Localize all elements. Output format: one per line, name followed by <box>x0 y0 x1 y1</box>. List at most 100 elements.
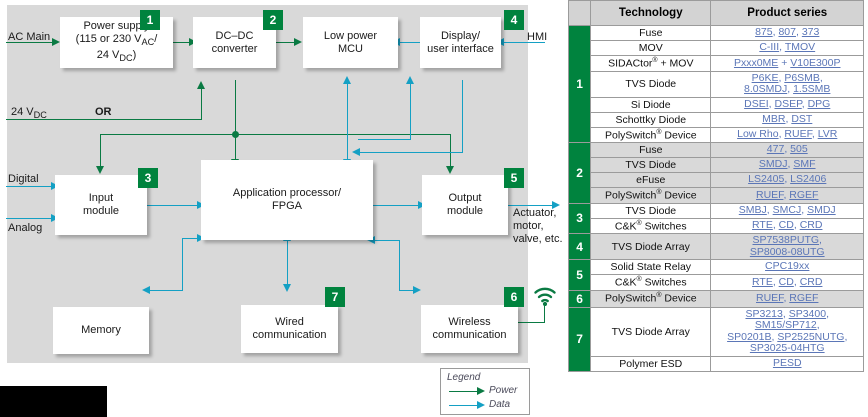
wire-input-appproc <box>147 205 201 206</box>
cell-product-series[interactable]: SMBJ, SMCJ, SMDJ <box>710 202 864 219</box>
wire-memory-riser <box>182 238 183 291</box>
wire-wireless-riser <box>399 240 400 290</box>
arrow-output-actuator <box>552 201 560 209</box>
arrow-bus-input <box>96 166 104 174</box>
cell-product-series[interactable]: DSEI, DSEP, DPG <box>710 96 864 113</box>
cell-product-series[interactable]: 875, 807, 373 <box>710 25 864 41</box>
cell-product-series[interactable]: P6KE, P6SMB,8.0SMDJ, 1.5SMB <box>710 70 864 98</box>
arrow-appproc-mcu <box>343 76 351 84</box>
block-memory[interactable]: Memory <box>53 307 149 354</box>
legend-power-arrow <box>477 387 485 395</box>
wire-display-mcu <box>398 42 420 43</box>
cell-product-series[interactable]: Low Rho, RUEF, LVR <box>710 126 864 143</box>
block-display-user-interface[interactable]: Display/user interface <box>420 17 501 68</box>
wire-wireless-antenna <box>508 322 545 323</box>
header-technology: Technology <box>590 0 712 26</box>
cell-technology: Solid State Relay <box>590 259 712 275</box>
legend-data-line <box>449 405 479 406</box>
wire-memory-appproc <box>182 238 201 239</box>
cell-technology: TVS Diode Array <box>590 233 712 260</box>
cell-technology: C&K® Switches <box>590 274 712 291</box>
wire-dcdc-down <box>235 80 236 135</box>
cell-product-series[interactable]: SMDJ, SMF <box>710 157 864 173</box>
cell-technology: SIDACtor® + MOV <box>590 55 712 72</box>
cell-product-series[interactable]: SP7538PUTG,SP8008-08UTG <box>710 233 864 260</box>
arrow-appproc-wired <box>283 284 291 292</box>
group-number-2: 2 <box>567 142 592 204</box>
wire-24vdc-riser <box>201 88 202 120</box>
cell-technology: Si Diode <box>590 96 712 113</box>
group-number-4: 4 <box>567 233 592 260</box>
label-ac-main: AC Main <box>8 31 51 43</box>
wire-appproc-wired <box>287 237 288 287</box>
tag-6: 6 <box>504 287 524 307</box>
cell-product-series[interactable]: PESD <box>710 355 864 372</box>
wire-display-appproc <box>358 152 463 153</box>
cell-product-series[interactable]: RTE, CD, CRD <box>710 274 864 291</box>
label-actuator: Actuator, motor, valve, etc. <box>513 207 563 245</box>
legend-title: Legend <box>447 372 481 383</box>
cell-product-series[interactable]: Pxxx0ME + V10E300P <box>710 55 864 72</box>
block-power-supply-label: Power supply(115 or 230 VAC/24 VDC) <box>75 19 158 64</box>
wire-digital-input <box>6 186 54 187</box>
cell-product-series[interactable]: RUEF, RGEF <box>710 187 864 204</box>
table-header-row: Technology Product series <box>567 0 864 26</box>
block-application-processor[interactable]: Application processor/FPGA <box>201 160 373 240</box>
label-hmi: HMI <box>527 31 548 43</box>
wire-display-down <box>462 80 463 153</box>
group-number-5: 5 <box>567 259 592 291</box>
cell-product-series[interactable]: 477, 505 <box>710 142 864 158</box>
cell-technology: eFuse <box>590 172 712 188</box>
legend-data-arrow <box>477 401 485 409</box>
arrow-appproc-wireless <box>413 286 421 294</box>
tag-4: 4 <box>504 10 524 30</box>
legend-data-label: Data <box>489 399 511 410</box>
tag-2: 2 <box>263 10 283 30</box>
wire-wireless-bottom <box>399 290 417 291</box>
cell-technology: PolySwitch® Device <box>590 187 712 204</box>
label-digital: Digital <box>8 173 39 185</box>
cell-product-series[interactable]: RTE, CD, CRD <box>710 217 864 234</box>
cell-technology: TVS Diode <box>590 157 712 173</box>
arrow-display-appproc <box>352 148 360 156</box>
cell-product-series[interactable]: SP3213, SP3400, SM15/SP712,SP0201B, SP25… <box>710 306 864 357</box>
wire-appproc-memory <box>147 290 183 291</box>
cell-product-series[interactable]: CPC19xx <box>710 259 864 275</box>
block-memory-label: Memory <box>81 324 121 336</box>
arrow-acmain-power <box>52 38 60 46</box>
cell-product-series[interactable]: C-III, TMOV <box>710 40 864 56</box>
block-display-user-interface-label: Display/user interface <box>427 29 494 55</box>
black-redaction-bar <box>0 386 107 417</box>
arrow-bus-output <box>446 166 454 174</box>
cell-product-series[interactable]: MBR, DST <box>710 111 864 128</box>
cell-product-series[interactable]: RUEF, RGEF <box>710 289 864 308</box>
group-number-7: 7 <box>567 306 592 372</box>
wire-mcu-appproc <box>347 80 348 162</box>
block-diagram: Power supply(115 or 230 VAC/24 VDC) 1 DC… <box>0 5 563 417</box>
cell-product-series[interactable]: LS2405, LS2406 <box>710 172 864 188</box>
